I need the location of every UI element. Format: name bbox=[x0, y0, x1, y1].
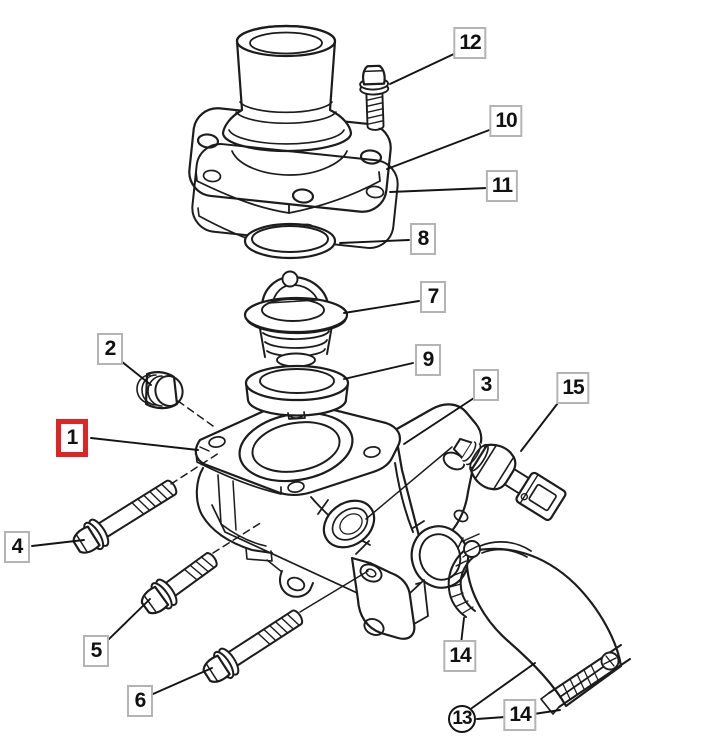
leader-lines bbox=[31, 52, 562, 720]
callout-4[interactable]: 4 bbox=[4, 531, 30, 563]
leader-line-9 bbox=[343, 362, 414, 380]
callout-5[interactable]: 5 bbox=[83, 635, 109, 667]
callout-9[interactable]: 9 bbox=[415, 344, 441, 376]
callout-10[interactable]: 10 bbox=[489, 105, 523, 137]
leader-line-5 bbox=[106, 598, 151, 642]
part-temp-sensor-drawing bbox=[452, 437, 567, 522]
callout-14[interactable]: 14 bbox=[503, 699, 537, 731]
leader-line-13 bbox=[476, 716, 506, 720]
callout-11[interactable]: 11 bbox=[485, 170, 519, 202]
callout-7[interactable]: 7 bbox=[420, 281, 446, 313]
callout-3[interactable]: 3 bbox=[473, 369, 499, 401]
leader-line-13 bbox=[471, 662, 536, 709]
callout-6[interactable]: 6 bbox=[127, 685, 153, 717]
leader-line-1 bbox=[90, 437, 199, 451]
callout-8[interactable]: 8 bbox=[410, 223, 436, 255]
part-bolt-drawing bbox=[140, 551, 219, 615]
part-seal-ring-drawing bbox=[244, 364, 350, 420]
part-o-ring-drawing bbox=[243, 222, 337, 260]
part-hose-clamp-drawing bbox=[540, 644, 631, 715]
leader-line-11 bbox=[389, 187, 488, 193]
part-thermostat-drawing bbox=[243, 270, 349, 368]
leader-line-12 bbox=[389, 52, 457, 85]
part-cover-bolt-drawing bbox=[359, 64, 390, 131]
part-bolt-drawing bbox=[202, 609, 304, 683]
leader-line-4 bbox=[31, 539, 85, 547]
leader-line-7 bbox=[343, 300, 420, 314]
callout-15[interactable]: 15 bbox=[556, 372, 590, 404]
assembly-axis-lines bbox=[170, 400, 453, 613]
part-water-outlet-cover-drawing bbox=[188, 24, 392, 214]
part-bolt-drawing bbox=[72, 479, 178, 554]
leader-line-3 bbox=[403, 395, 478, 445]
leader-line-6 bbox=[152, 667, 213, 695]
leader-line-15 bbox=[520, 398, 562, 452]
callout-2[interactable]: 2 bbox=[97, 333, 123, 365]
part-hose-clamp-drawing bbox=[447, 533, 532, 618]
callout-1-selected[interactable]: 1 bbox=[56, 419, 88, 457]
part-plug-drawing bbox=[136, 371, 184, 410]
callout-13[interactable]: 13 bbox=[448, 705, 476, 733]
leader-line-2 bbox=[120, 360, 152, 386]
leader-line-8 bbox=[339, 239, 410, 244]
callout-12[interactable]: 12 bbox=[453, 27, 487, 59]
callout-14[interactable]: 14 bbox=[443, 640, 477, 672]
part-thermostat-housing-drawing bbox=[194, 400, 483, 640]
leader-line-14 bbox=[460, 617, 465, 645]
part-hose-drawing bbox=[465, 547, 623, 708]
leader-line-10 bbox=[386, 128, 493, 170]
leader-line-14 bbox=[533, 709, 561, 715]
